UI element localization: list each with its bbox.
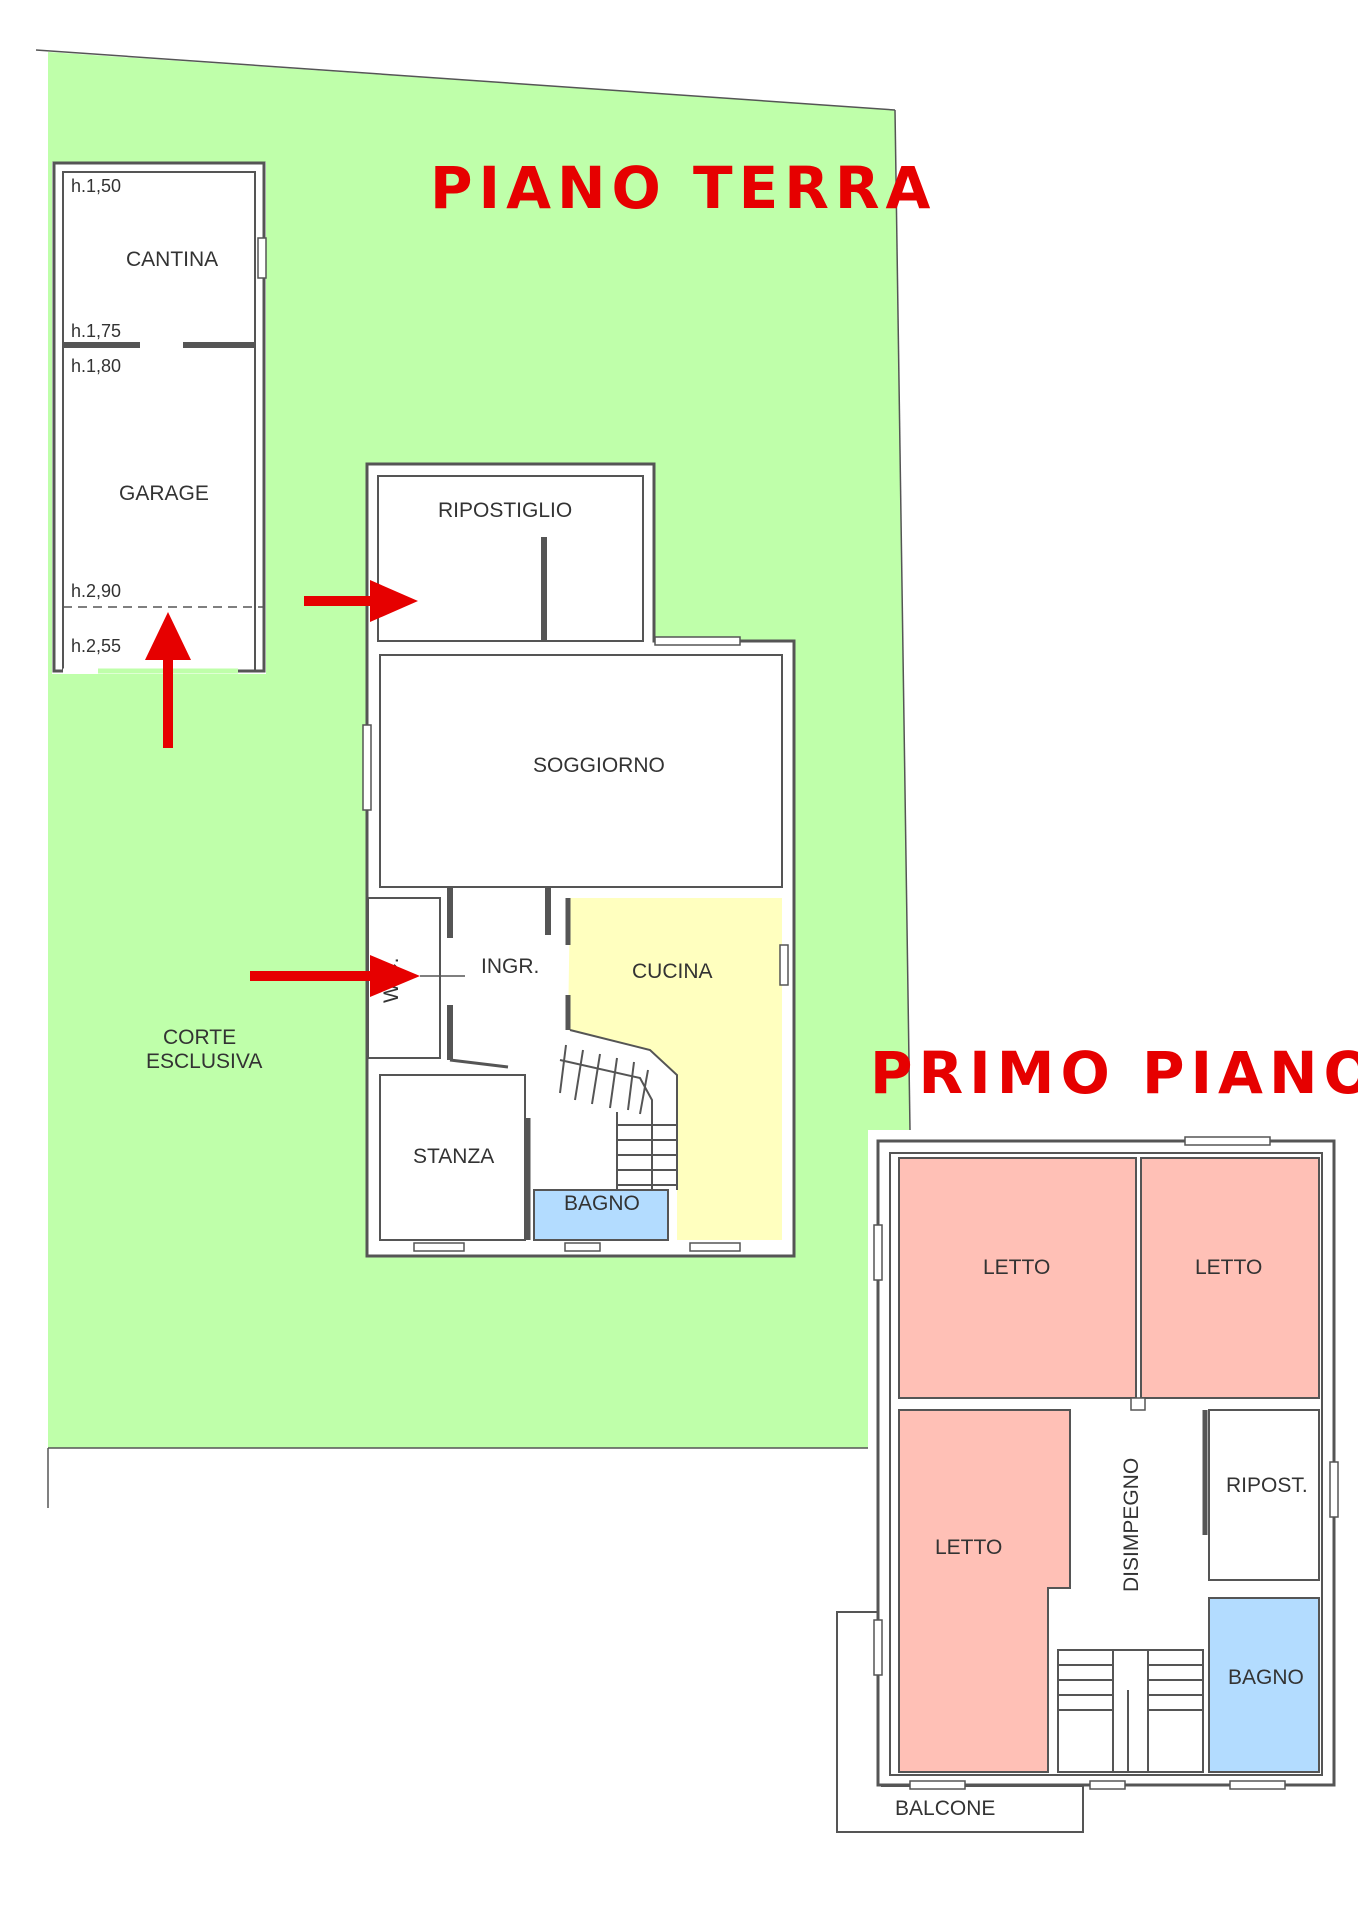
height-label: h.1,50 [71, 176, 121, 196]
room-label-soggiorno: SOGGIORNO [533, 754, 665, 777]
room-label-letto: LETTO [935, 1536, 1002, 1559]
bedroom-area [899, 1410, 1070, 1772]
room-label-bagno-first: BAGNO [1228, 1666, 1304, 1689]
garage-building [52, 161, 267, 674]
room-label-ripostiglio: RIPOSTIGLIO [438, 499, 572, 522]
room-label-garage: GARAGE [119, 482, 209, 505]
kitchen-area [568, 898, 782, 1240]
room-label-stanza: STANZA [413, 1145, 494, 1168]
bedroom-area [1141, 1158, 1319, 1398]
ground-floor-house [362, 462, 796, 1258]
room-label-cantina: CANTINA [126, 248, 218, 271]
height-label: h.2,55 [71, 636, 121, 656]
room-label-letto: LETTO [1195, 1256, 1262, 1279]
entrance-arrow [250, 955, 420, 997]
height-label: h.1,80 [71, 356, 121, 376]
entrance-arrow [304, 580, 418, 622]
title-primo-piano: PRIMO PIANO [870, 1039, 1358, 1107]
entrance-arrow [145, 612, 191, 748]
title-piano-terra: PIANO TERRA [430, 154, 936, 222]
room-label-balcone: BALCONE [895, 1797, 995, 1820]
room-label-cucina: CUCINA [632, 960, 713, 983]
room-label-disimpegno: DISIMPEGNO [1120, 1458, 1143, 1592]
room-label-letto: LETTO [983, 1256, 1050, 1279]
room-label-ripostiglio-first: RIPOST. [1226, 1474, 1308, 1497]
first-floor-house [836, 1136, 1339, 1833]
height-label: h.1,75 [71, 321, 121, 341]
height-label: h.2,90 [71, 581, 121, 601]
bath-area [534, 1190, 668, 1240]
bedroom-area [899, 1158, 1136, 1398]
bath-area [1209, 1598, 1319, 1772]
room-label-ingresso: INGR. [481, 955, 539, 978]
label-corte: CORTE [163, 1026, 236, 1049]
label-esclusiva: ESCLUSIVA [146, 1050, 262, 1073]
room-label-bagno-ground: BAGNO [564, 1192, 640, 1215]
